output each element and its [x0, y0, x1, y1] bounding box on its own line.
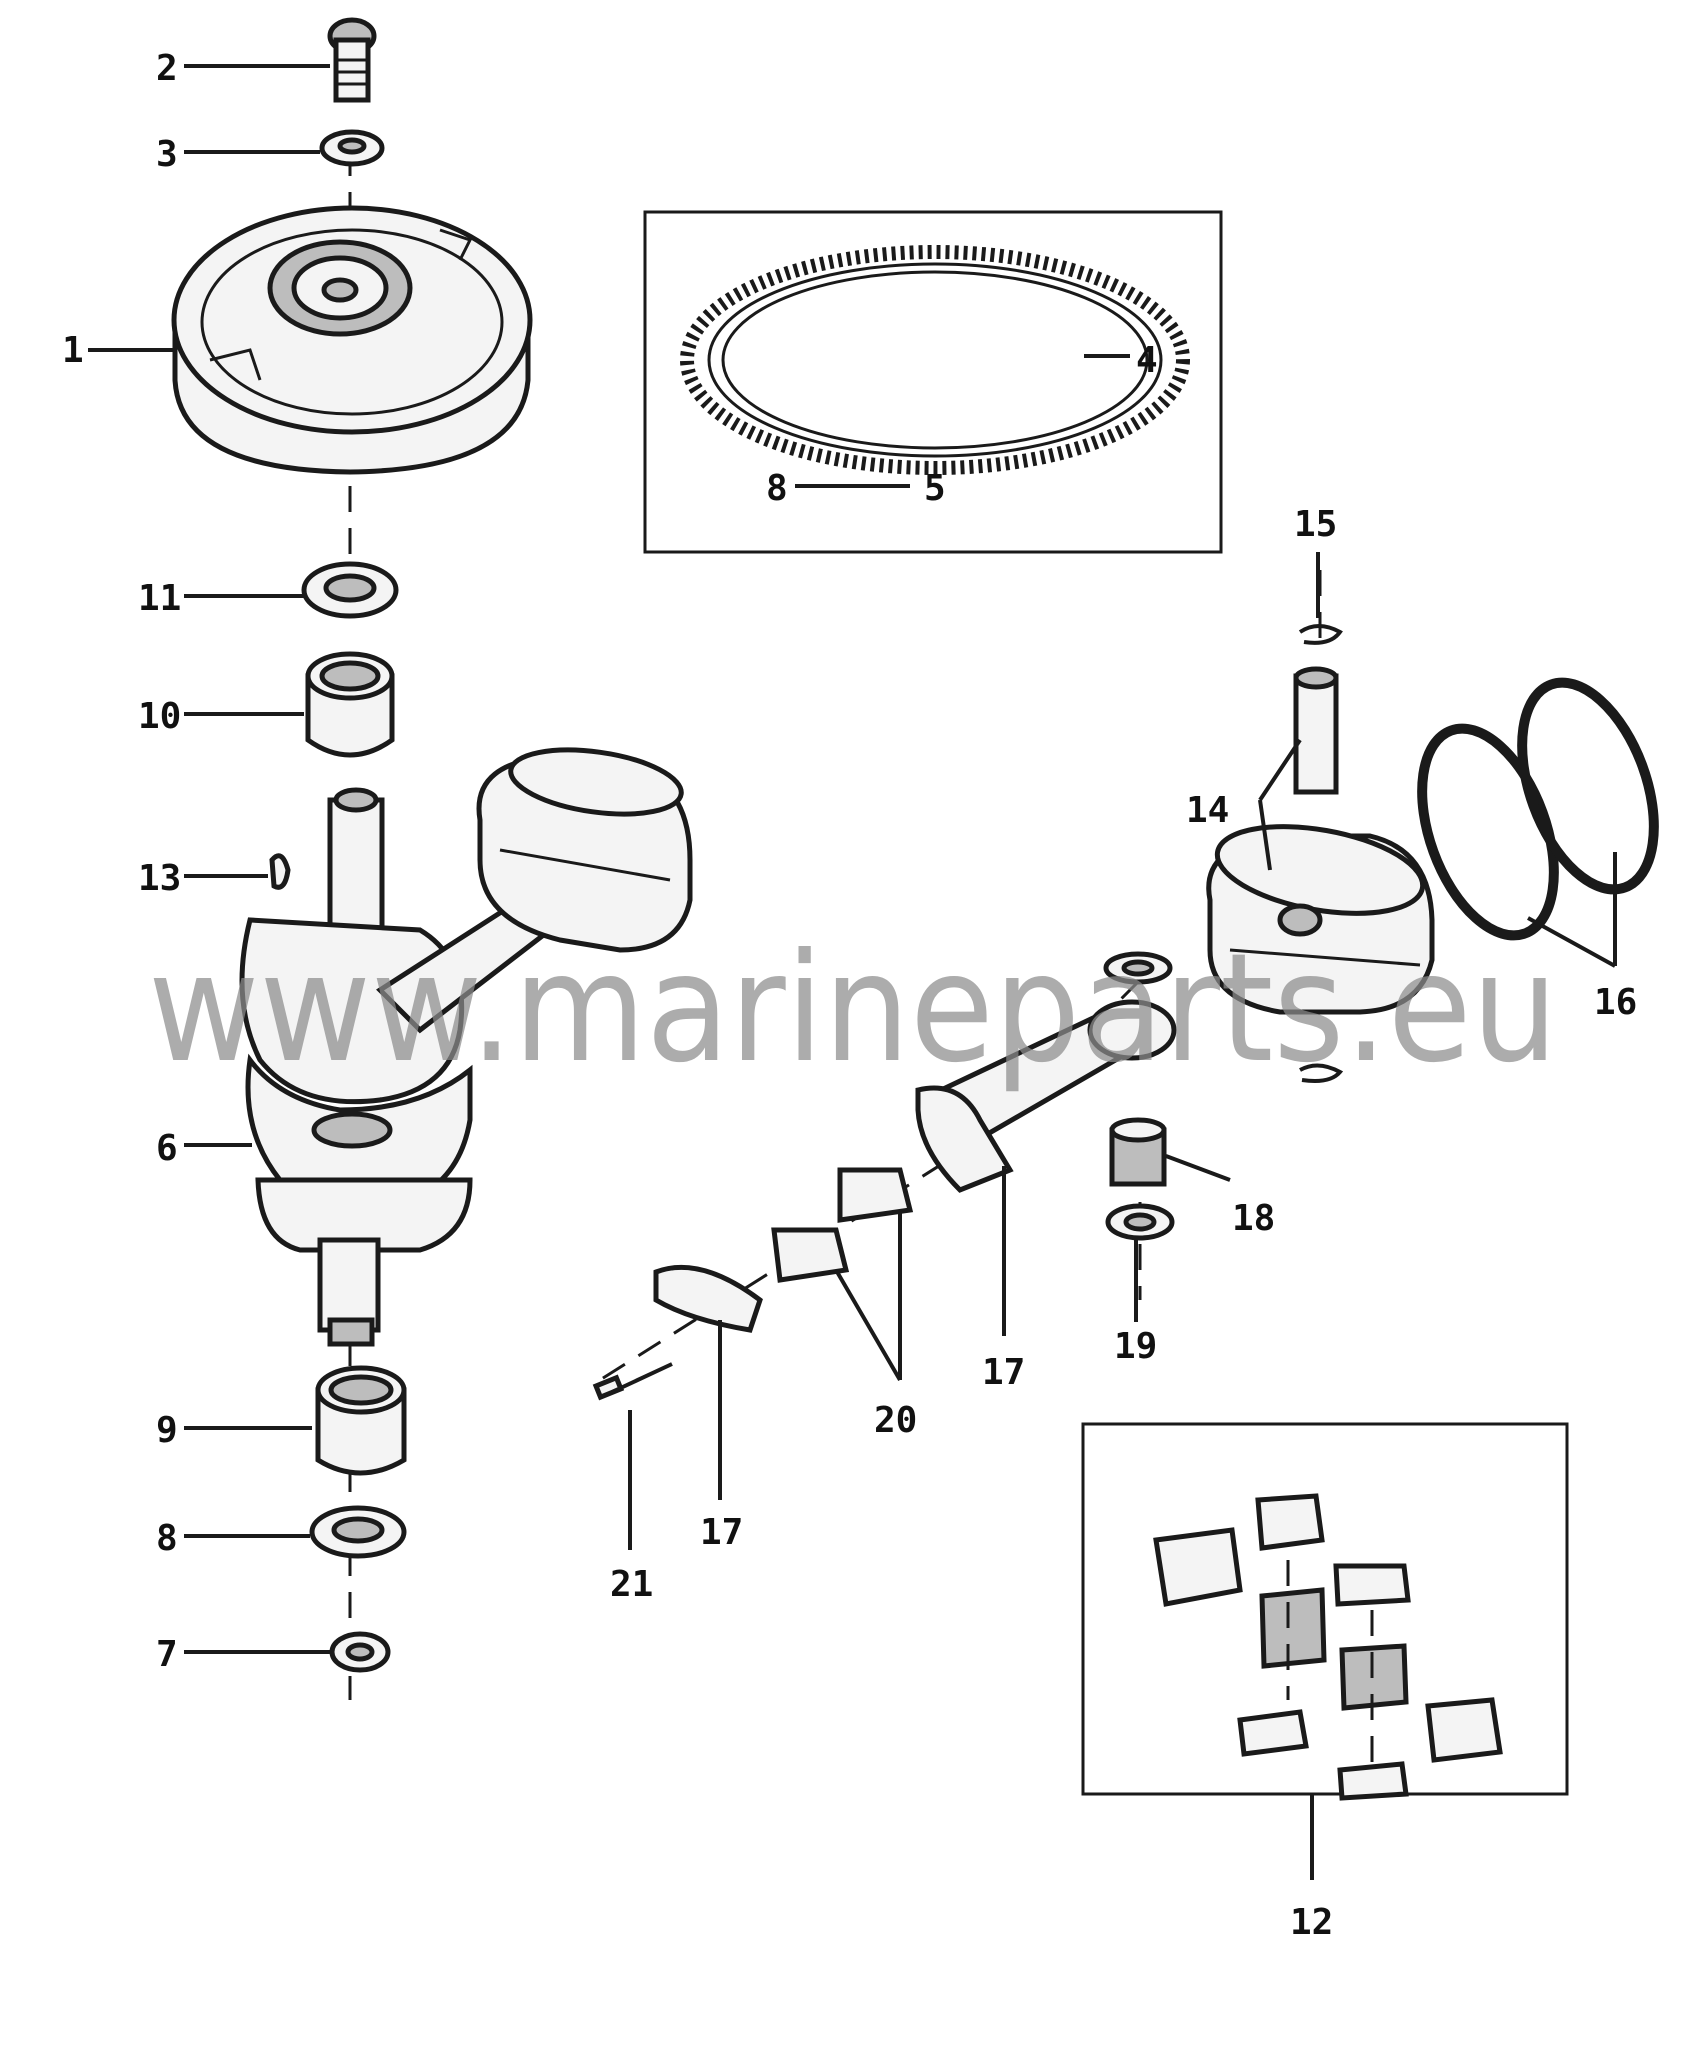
ring-gear-inset-frame	[643, 210, 1223, 554]
ring-gear	[680, 245, 1190, 475]
callout-7: 7	[156, 1634, 178, 1675]
lower-thrust-washer	[1105, 1203, 1175, 1241]
callout-17-cap: 17	[700, 1512, 743, 1553]
callout-10: 10	[138, 696, 181, 737]
callout-4: 4	[1136, 340, 1158, 381]
upper-thrust-washer	[1103, 951, 1173, 985]
rod-bearing-cages	[771, 1167, 914, 1283]
callout-8-ring-gear: 8	[766, 468, 788, 509]
callout-5: 5	[924, 468, 946, 509]
flywheel-bolt	[327, 17, 377, 103]
flywheel	[171, 205, 533, 475]
callout-20: 20	[874, 1400, 917, 1441]
crankshaft	[239, 787, 473, 1347]
callout-12: 12	[1290, 1902, 1333, 1943]
callout-labels: 1 2 3 4 8 5 15 11 10 14 13 16 6 18 19 17…	[62, 48, 1637, 1943]
upper-bearing	[305, 651, 395, 758]
rod-cap	[653, 1264, 763, 1333]
callout-11: 11	[138, 578, 181, 619]
bearing-kit-inset-frame	[1081, 1422, 1569, 1796]
bearing-kit	[1153, 1493, 1503, 1801]
callout-8: 8	[156, 1518, 178, 1559]
piston-pin-lock-ring	[1298, 624, 1343, 645]
left-leaders	[88, 64, 330, 1654]
callout-17-rod: 17	[982, 1352, 1025, 1393]
lower-bearing	[315, 1365, 407, 1476]
callout-3: 3	[156, 134, 178, 175]
callout-21: 21	[610, 1564, 653, 1605]
callout-6: 6	[156, 1128, 178, 1169]
lower-seal	[309, 1505, 407, 1559]
piston-rings	[1417, 677, 1659, 941]
callout-18: 18	[1232, 1198, 1275, 1239]
lower-ring	[329, 1631, 391, 1673]
piston-pin-lower-lock-ring	[1299, 1063, 1344, 1083]
upper-seal	[301, 561, 399, 619]
piston-pin-needle-bearing	[1109, 1117, 1167, 1187]
rod-bolt	[592, 1362, 673, 1401]
piston-assembly-on-crank	[376, 747, 693, 1034]
callout-19: 19	[1114, 1326, 1157, 1367]
callout-2: 2	[156, 48, 178, 89]
callout-16: 16	[1594, 982, 1637, 1023]
crank-key	[269, 853, 291, 890]
right-leaders	[628, 552, 1617, 1550]
callout-13: 13	[138, 858, 181, 899]
bolt-washer	[319, 129, 385, 167]
watermark: www.marineparts.eu	[148, 922, 1558, 1096]
callout-14: 14	[1186, 790, 1229, 831]
callout-1: 1	[62, 330, 84, 371]
piston-pin	[1293, 666, 1339, 795]
callout-9: 9	[156, 1410, 178, 1451]
callout-15: 15	[1294, 504, 1337, 545]
connecting-rod	[915, 999, 1177, 1193]
